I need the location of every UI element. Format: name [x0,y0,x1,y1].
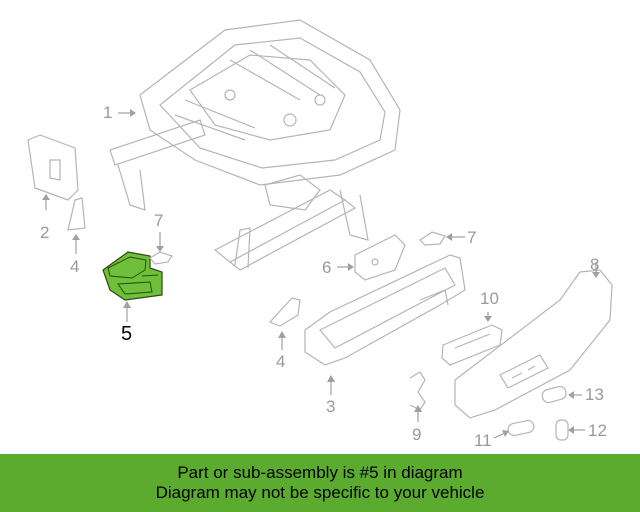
banner-line-2: Diagram may not be specific to your vehi… [155,483,485,502]
callout-13: 13 [585,385,604,404]
part-12-button [555,419,569,441]
callout-7a: 7 [154,211,164,230]
part-5-highlighted [102,251,163,301]
part-7-right-clip [419,231,446,246]
banner-line-1: Part or sub-assembly is #5 in diagram [177,463,463,482]
part-11-knob [507,419,535,437]
callout-10: 10 [480,289,499,308]
part-9-clip [409,371,426,411]
callout-6: 6 [322,258,332,277]
callout-9: 9 [412,425,422,444]
part-2-side-cover [27,134,79,201]
callout-2: 2 [40,223,50,242]
part-13-knob [541,385,567,404]
part-3-trim-panel [304,254,466,366]
callout-12: 12 [588,421,607,440]
part-6-bracket [354,234,406,281]
part-4-right-bracket [268,297,301,327]
part-1-seat-frame [109,19,401,271]
part-4-left-bracket [67,197,86,231]
part-7-left-clip [149,251,173,265]
callout-5: 5 [121,323,133,345]
parts-diagram: 1 2 3 4 4 5 6 7 7 8 9 10 11 12 13 [27,19,613,450]
callout-7b: 7 [467,228,477,247]
part-8-side-shield [454,269,613,419]
leader-arrows [42,109,600,439]
info-banner: Part or sub-assembly is #5 in diagram Di… [0,454,640,512]
callout-1: 1 [103,103,113,122]
callout-4a: 4 [70,257,80,276]
callout-3: 3 [326,397,336,416]
callout-4b: 4 [276,352,286,371]
diagram-drawing [27,19,613,441]
callout-11: 11 [474,431,492,450]
callout-8: 8 [590,255,600,274]
